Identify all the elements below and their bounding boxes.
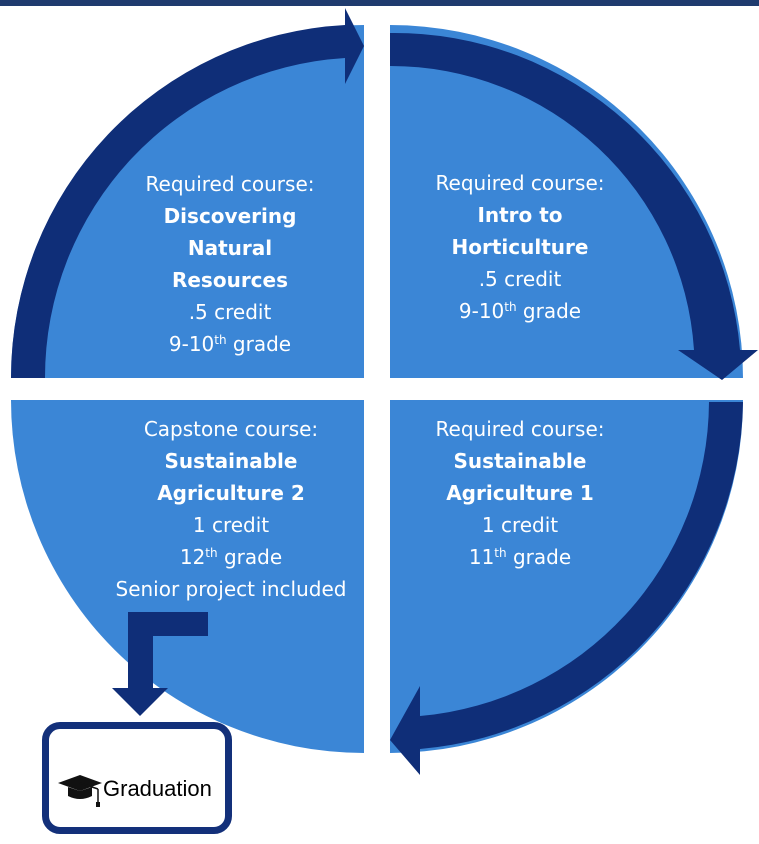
course-title-line: Sustainable <box>453 449 587 473</box>
quadrant-top-right-text: Required course: Intro to Horticulture .… <box>400 167 640 327</box>
course-type-label: Required course: <box>145 172 315 196</box>
course-title-line: Sustainable <box>164 449 298 473</box>
course-grade: 9-10th grade <box>458 299 582 323</box>
course-title-line: Resources <box>171 268 289 292</box>
course-title-line: Horticulture <box>451 235 589 259</box>
quadrant-bottom-right <box>390 400 743 753</box>
quadrant-top-right <box>390 25 743 378</box>
arrow-top-right <box>390 32 758 380</box>
quadrant-top-left <box>11 25 364 378</box>
course-credit: .5 credit <box>188 300 272 324</box>
course-credit: 1 credit <box>481 513 559 537</box>
quadrant-top-left-text: Required course: Discovering Natural Res… <box>110 168 350 360</box>
arrow-bottom-right <box>390 402 743 775</box>
graduation-label: Graduation <box>103 776 212 801</box>
quadrant-bottom-left <box>11 400 364 753</box>
course-grade: 12th grade <box>179 545 283 569</box>
course-grade: 9-10th grade <box>168 332 292 356</box>
course-note: Senior project included <box>115 577 347 601</box>
course-title-line: Agriculture 2 <box>157 481 305 505</box>
quadrant-bottom-right-text: Required course: Sustainable Agriculture… <box>400 413 640 573</box>
course-grade: 11th grade <box>468 545 572 569</box>
course-title-line: Agriculture 1 <box>446 481 594 505</box>
course-title-line: Natural <box>187 236 273 260</box>
course-title-line: Intro to <box>477 203 563 227</box>
course-credit: 1 credit <box>192 513 270 537</box>
graduation-arrow <box>112 612 208 716</box>
course-type-label: Required course: <box>435 171 605 195</box>
graduation-box: Graduation <box>42 722 232 834</box>
course-credit: .5 credit <box>478 267 562 291</box>
quadrant-bottom-left-text: Capstone course: Sustainable Agriculture… <box>96 413 366 605</box>
course-title-line: Discovering <box>163 204 297 228</box>
course-type-label: Required course: <box>435 417 605 441</box>
arrow-top-left <box>10 8 365 378</box>
course-type-label: Capstone course: <box>143 417 319 441</box>
top-bar <box>0 0 759 6</box>
graduation-cap-icon <box>58 775 102 807</box>
